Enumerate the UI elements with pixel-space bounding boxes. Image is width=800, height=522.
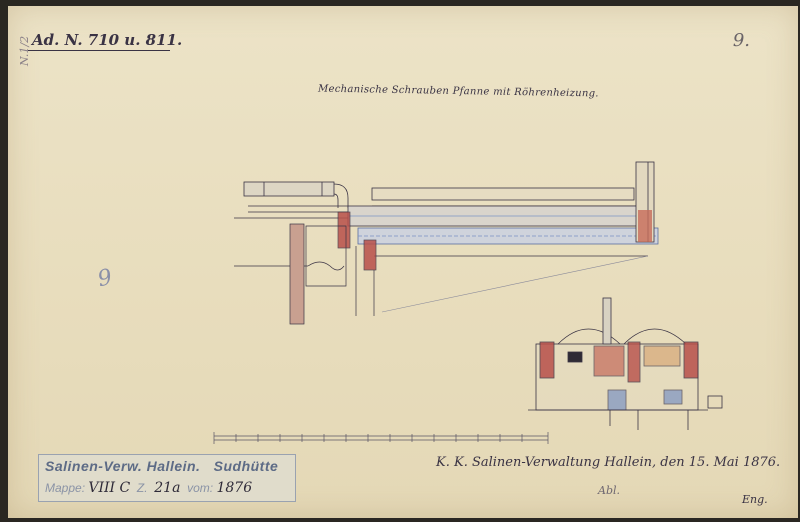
stamp-date-label: vom: [187, 481, 214, 495]
stamp-unit: Sudhütte [213, 458, 279, 474]
pan-section [234, 187, 659, 313]
stamp-mappe-line: Mappe: VIII C Z. 21a vom: 1876 [45, 480, 252, 496]
archive-stamp: Salinen-Verw. Hallein. Sudhütte Mappe: V… [38, 454, 296, 502]
cross-section [528, 297, 723, 430]
reference-underline [28, 50, 170, 51]
stamp-mappe-value: VIII C [88, 480, 131, 496]
reference-number: Ad. N. 710 u. 811. [32, 31, 183, 49]
stamp-date-value: 1876 [216, 480, 253, 496]
approval-note: Abl. [598, 484, 620, 497]
signature-line: K. K. Salinen-Verwaltung Hallein, den 15… [436, 455, 781, 470]
scale-bar [213, 432, 549, 444]
masonry [289, 211, 377, 325]
stamp-number-label: Z. [136, 481, 148, 495]
inlet-pipe [243, 181, 349, 208]
technical-drawing [213, 161, 723, 444]
sheet-number: 9. [732, 30, 750, 51]
stamp-mappe-label: Mappe: [45, 481, 86, 495]
stamp-office-line: Salinen-Verw. Hallein. Sudhütte [45, 458, 278, 474]
stamp-number-value: 21a [154, 480, 181, 496]
drawing-sheet: Ad. N. 710 u. 811. 9. N.1/2 Mechanische … [8, 6, 798, 518]
chimney [635, 161, 655, 243]
signature-initials: Eng. [742, 493, 768, 506]
stamp-office: Salinen-Verw. Hallein. [45, 458, 201, 474]
